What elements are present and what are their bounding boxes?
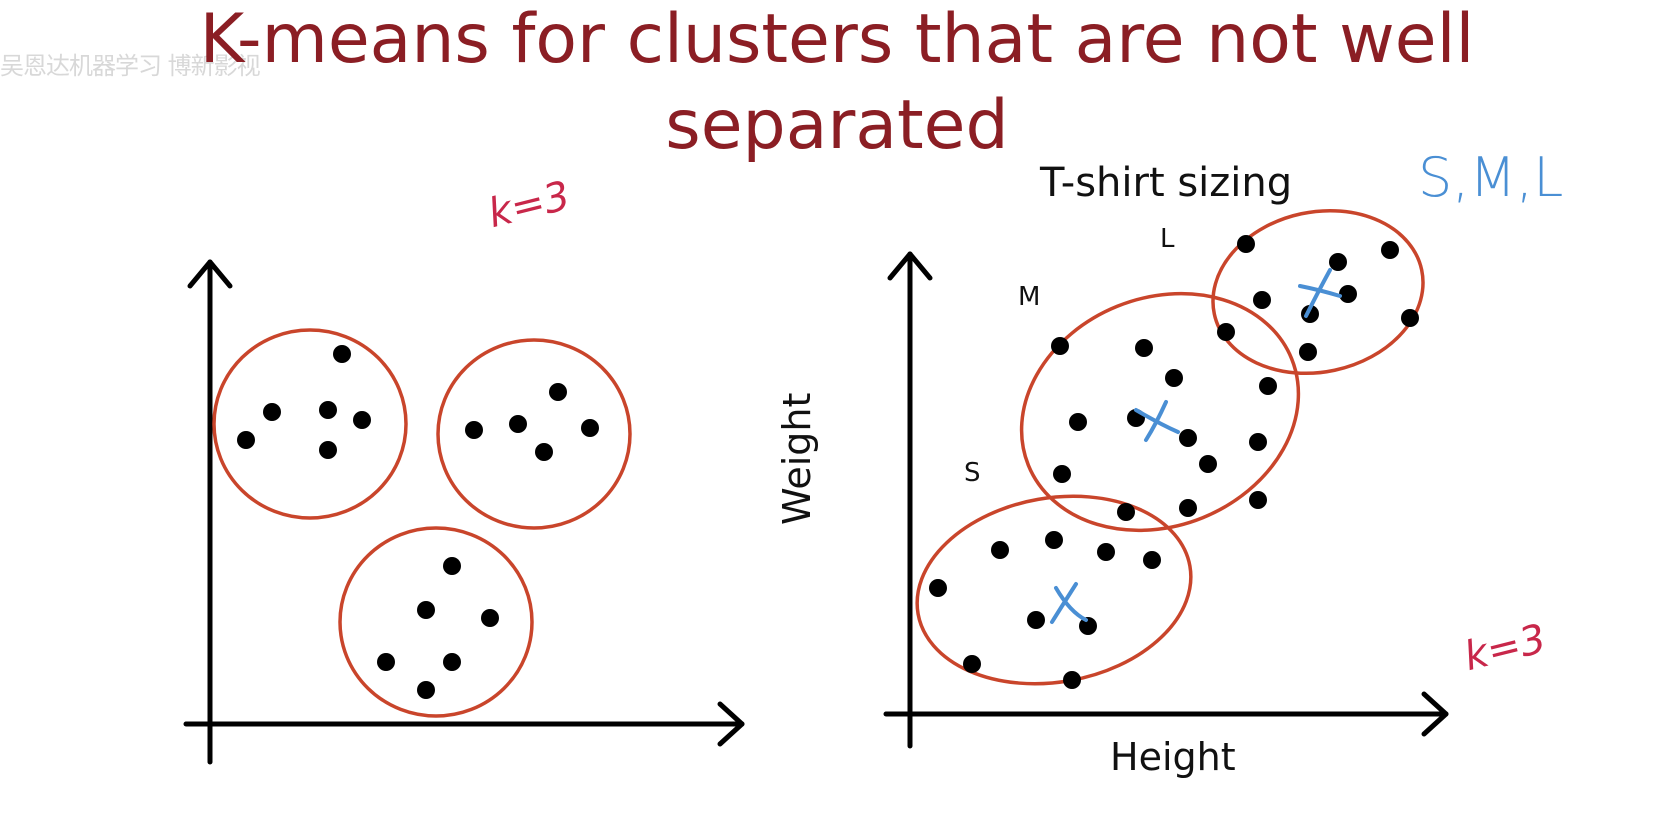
cluster-label-L: L — [1160, 224, 1175, 254]
data-point — [417, 681, 435, 699]
data-point — [417, 601, 435, 619]
left-cluster-3-points — [377, 557, 499, 699]
y-axis-label: Weight — [775, 392, 819, 525]
data-point — [509, 415, 527, 433]
cluster-L-points — [1237, 235, 1419, 361]
data-point — [319, 441, 337, 459]
data-point — [1401, 309, 1419, 327]
data-point — [963, 655, 981, 673]
left-cluster-circle-2 — [436, 338, 632, 530]
right-x-axis-arrowhead — [1421, 691, 1449, 737]
cluster-M-points — [1051, 323, 1277, 521]
data-point — [1199, 455, 1217, 473]
data-point — [1237, 235, 1255, 253]
right-subtitle: T-shirt sizing — [1040, 160, 1293, 206]
centroid-L-mark — [1298, 268, 1342, 318]
data-point — [1053, 465, 1071, 483]
data-point — [1339, 285, 1357, 303]
data-point — [549, 383, 567, 401]
data-point — [1063, 671, 1081, 689]
data-point — [1045, 531, 1063, 549]
data-point — [1249, 433, 1267, 451]
data-point — [263, 403, 281, 421]
data-point — [1143, 551, 1161, 569]
data-point — [581, 419, 599, 437]
video-watermark: 吴恩达机器学习 博新影视 — [0, 52, 261, 80]
data-point — [1051, 337, 1069, 355]
cluster-label-M: M — [1018, 282, 1041, 312]
left-cluster-2-points — [465, 383, 599, 461]
centroid-S-mark — [1050, 582, 1088, 624]
data-point — [443, 653, 461, 671]
data-point — [1165, 369, 1183, 387]
data-point — [1069, 413, 1087, 431]
data-point — [333, 345, 351, 363]
data-point — [1253, 291, 1271, 309]
data-point — [353, 411, 371, 429]
data-point — [1301, 305, 1319, 323]
left-cluster-circle-3 — [338, 526, 534, 718]
data-point — [1097, 543, 1115, 561]
data-point — [237, 431, 255, 449]
data-point — [991, 541, 1009, 559]
left-y-axis-arrowhead — [187, 259, 233, 289]
right-y-axis-arrowhead — [887, 251, 933, 281]
data-point — [1259, 377, 1277, 395]
data-point — [1027, 611, 1045, 629]
data-point — [1179, 499, 1197, 517]
data-point — [1079, 617, 1097, 635]
centroid-M-mark — [1134, 400, 1180, 442]
left-cluster-circle-1 — [212, 328, 408, 520]
data-point — [465, 421, 483, 439]
left-cluster-1-points — [237, 345, 371, 459]
data-point — [443, 557, 461, 575]
cluster-label-S: S — [964, 458, 981, 488]
cluster-ellipse-M — [1019, 291, 1301, 533]
data-point — [319, 401, 337, 419]
data-point — [1117, 503, 1135, 521]
data-point — [929, 579, 947, 597]
cluster-S-points — [929, 531, 1161, 689]
slide-title-line-1: K-means for clusters that are not well — [199, 0, 1475, 79]
right-diagram — [883, 208, 1449, 749]
data-point — [1249, 491, 1267, 509]
data-point — [377, 653, 395, 671]
left-x-axis-arrowhead — [717, 701, 745, 747]
data-point — [535, 443, 553, 461]
data-point — [1381, 241, 1399, 259]
data-point — [1299, 343, 1317, 361]
size-annotation: S,M,L — [1418, 146, 1564, 209]
data-point — [1217, 323, 1235, 341]
data-point — [481, 609, 499, 627]
slide-title-line-2: separated — [665, 86, 1009, 165]
left-diagram — [183, 259, 745, 765]
data-point — [1179, 429, 1197, 447]
cluster-ellipse-S — [915, 494, 1193, 686]
data-point — [1135, 339, 1153, 357]
cluster-ellipse-L — [1211, 208, 1425, 376]
x-axis-label: Height — [1110, 735, 1236, 779]
data-point — [1329, 253, 1347, 271]
